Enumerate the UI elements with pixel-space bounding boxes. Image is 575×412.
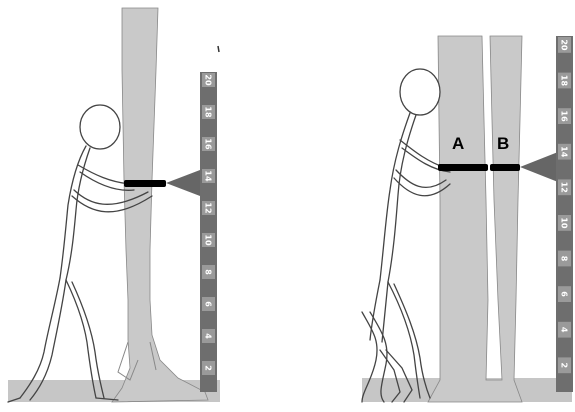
scale-tick-label-left: 16 [204, 138, 213, 150]
scale-tick-label-right: 16 [560, 111, 569, 123]
scale-tick-label-right: 2 [560, 363, 569, 369]
scale-segment-left [202, 121, 215, 135]
scale-tick-label-left: 8 [204, 269, 213, 275]
pointer-arrow-right [520, 152, 558, 182]
scale-segment-right [558, 340, 571, 356]
measuring-tape-a [438, 164, 488, 171]
scale-tick-label-left: 20 [204, 74, 213, 86]
scale-top-mark-left [218, 46, 219, 52]
scale-segment-right [558, 304, 571, 320]
measuring-scale-right: 20 18 16 14 12 10 8 6 4 2 [556, 36, 573, 392]
scale-segment-left [202, 313, 215, 327]
scale-segment-right [558, 162, 571, 178]
left-panel: 20 18 16 14 12 10 8 6 4 2 [8, 8, 220, 402]
tree-trunk-right [428, 36, 522, 402]
scale-tick-label-right: 20 [560, 39, 569, 51]
scale-tick-label-left: 2 [204, 365, 213, 371]
measuring-tape-b [490, 164, 520, 171]
stem-label-b: B [497, 134, 509, 153]
stick-person-right [362, 69, 450, 402]
scale-tick-label-left: 12 [204, 202, 213, 213]
measuring-scale-left: 20 18 16 14 12 10 8 6 4 2 [200, 72, 217, 392]
scale-tick-label-left: 6 [204, 301, 213, 307]
scale-tick-label-right: 6 [560, 291, 569, 297]
stem-label-a: A [452, 134, 464, 153]
scale-segment-right [558, 268, 571, 284]
scale-segment-left [202, 249, 215, 263]
scale-tick-label-right: 10 [560, 217, 569, 229]
scale-tick-label-left: 18 [204, 106, 213, 118]
scale-segment-left [202, 345, 215, 359]
pointer-arrow-left [166, 170, 200, 196]
scale-tick-label-right: 4 [560, 327, 569, 333]
scale-tick-label-right: 8 [560, 256, 569, 262]
person-head-left [80, 105, 120, 149]
scale-segment-right [558, 375, 571, 391]
scale-segment-left [202, 217, 215, 231]
scale-tick-label-left: 14 [204, 170, 213, 182]
scale-segment-right [558, 90, 571, 106]
scale-segment-left [202, 281, 215, 295]
scale-tick-label-right: 14 [560, 146, 569, 158]
scale-segment-left [202, 89, 215, 103]
scale-tick-label-left: 10 [204, 234, 213, 246]
measuring-tape-left [124, 180, 166, 187]
scale-segment-left [202, 377, 215, 391]
scale-segment-right [558, 126, 571, 142]
scale-segment-left [202, 153, 215, 167]
scale-segment-right [558, 55, 571, 71]
scale-segment-left [202, 185, 215, 199]
scale-segment-right [558, 197, 571, 213]
tree-trunk-left [112, 8, 208, 402]
scale-segment-right [558, 233, 571, 249]
scale-tick-label-right: 12 [560, 182, 569, 193]
right-panel: A B 20 18 16 14 12 10 8 6 4 2 [362, 36, 573, 402]
scale-tick-label-right: 18 [560, 75, 569, 87]
scale-tick-label-left: 4 [204, 333, 213, 339]
person-head-right [400, 69, 440, 115]
